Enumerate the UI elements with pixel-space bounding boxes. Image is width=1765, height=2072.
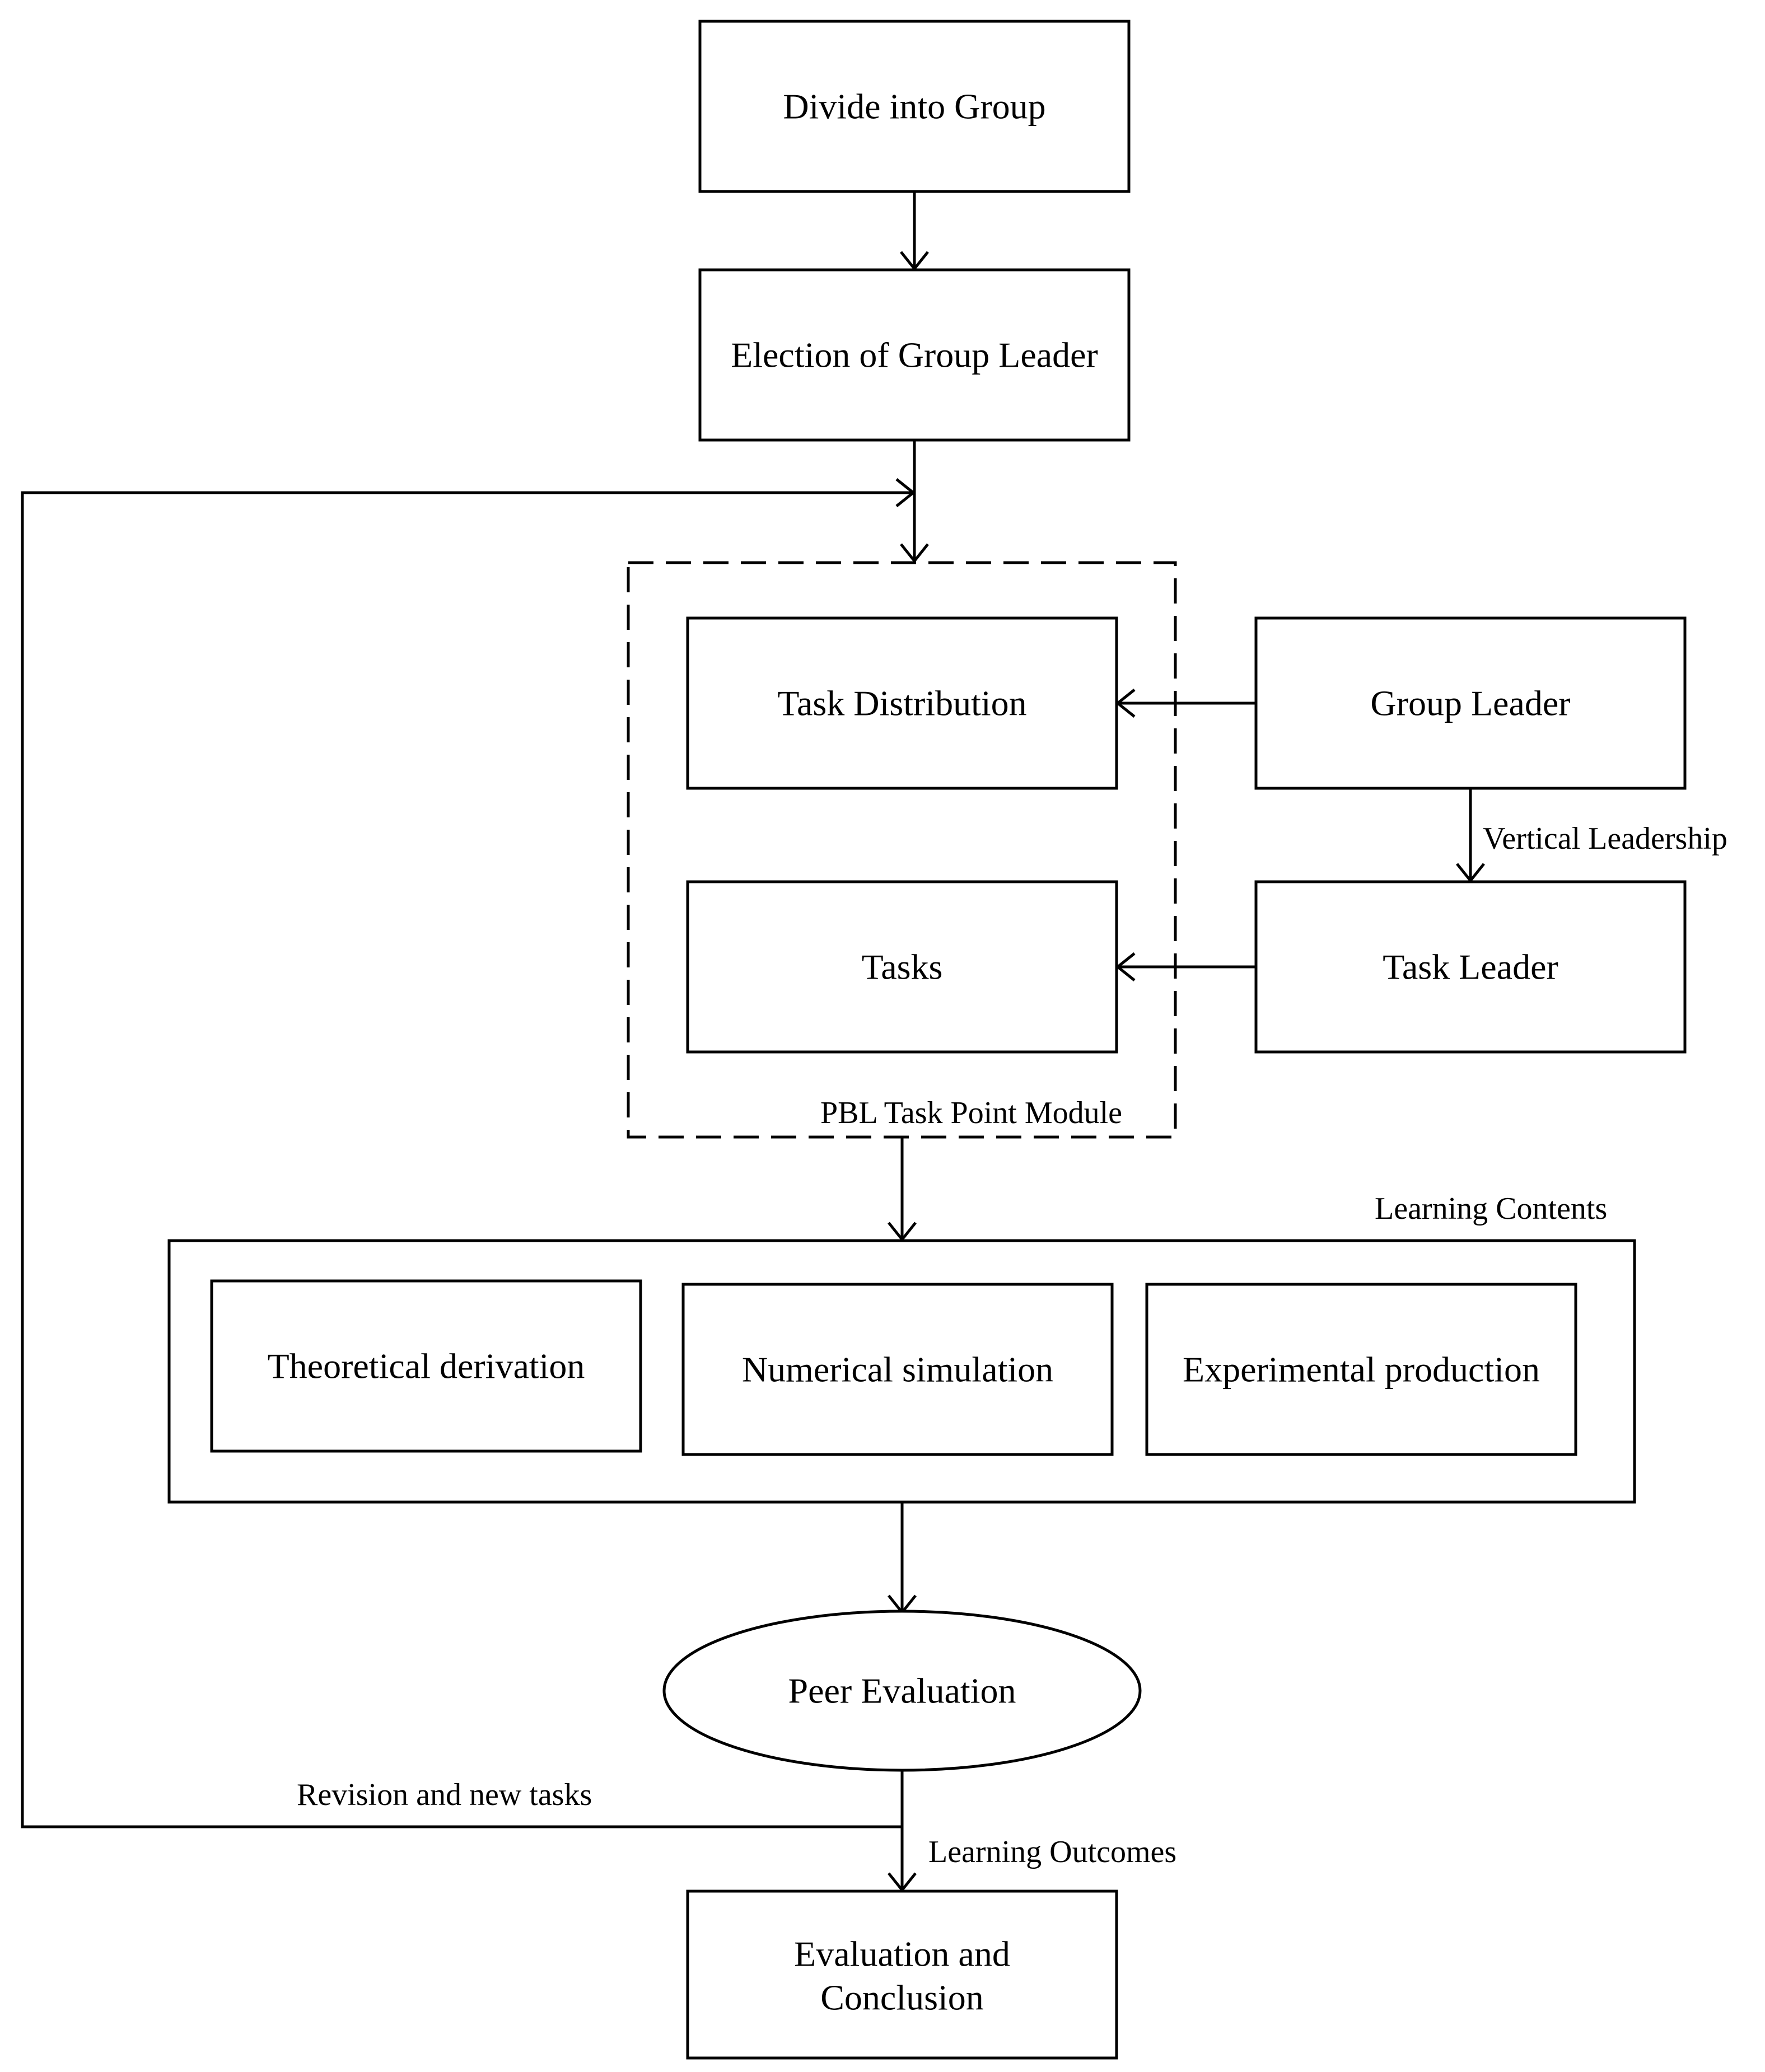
arrow-module-to-learning-contents (888, 1137, 917, 1242)
arrow-learning-contents-to-peer-evaluation (888, 1502, 917, 1615)
node-group-leader-label: Group Leader (1370, 684, 1570, 723)
node-numerical-simulation: Numerical simulation (681, 1283, 1114, 1456)
arrow-group-leader-to-distribution (1115, 689, 1256, 718)
node-divide-into-group: Divide into Group (698, 20, 1131, 193)
node-peer-evaluation-label: Peer Evaluation (788, 1671, 1016, 1711)
learning-outcomes-label: Learning Outcomes (928, 1835, 1176, 1869)
node-task-leader-label: Task Leader (1383, 947, 1558, 987)
node-task-distribution-label: Task Distribution (777, 684, 1026, 723)
pbl-module-label: PBL Task Point Module (820, 1096, 1122, 1130)
arrow-revision-loop: Revision and new tasks (21, 478, 916, 1828)
vertical-leadership-label: Vertical Leadership (1483, 821, 1727, 856)
node-numerical-label: Numerical simulation (742, 1350, 1053, 1390)
arrow-peer-to-conclusion: Learning Outcomes (888, 1770, 1176, 1893)
learning-contents-label: Learning Contents (1375, 1191, 1607, 1226)
node-theoretical-derivation: Theoretical derivation (210, 1279, 642, 1453)
node-group-leader: Group Leader (1254, 616, 1687, 790)
node-divide-into-group-label: Divide into Group (783, 87, 1045, 127)
node-tasks-label: Tasks (862, 947, 943, 987)
node-experimental-label: Experimental production (1183, 1350, 1540, 1390)
arrow-task-leader-to-tasks (1115, 952, 1256, 981)
node-tasks: Tasks (686, 880, 1118, 1054)
node-election-of-group-leader: Election of Group Leader (698, 268, 1131, 442)
arrow-election-to-module (900, 440, 929, 564)
node-evaluation-line2: Conclusion (820, 1978, 984, 2018)
node-task-distribution: Task Distribution (686, 616, 1118, 790)
node-peer-evaluation: Peer Evaluation (662, 1610, 1142, 1772)
node-evaluation-and-conclusion: Evaluation and Conclusion (686, 1889, 1118, 2060)
node-task-leader: Task Leader (1254, 880, 1687, 1054)
node-experimental-production: Experimental production (1145, 1283, 1577, 1456)
revision-label: Revision and new tasks (297, 1778, 592, 1812)
node-evaluation-line1: Evaluation and (794, 1934, 1010, 1974)
arrow-divide-to-election (900, 191, 929, 272)
node-election-label: Election of Group Leader (731, 335, 1098, 375)
node-theoretical-label: Theoretical derivation (268, 1346, 585, 1386)
arrow-vertical-leadership: Vertical Leadership (1456, 788, 1727, 883)
